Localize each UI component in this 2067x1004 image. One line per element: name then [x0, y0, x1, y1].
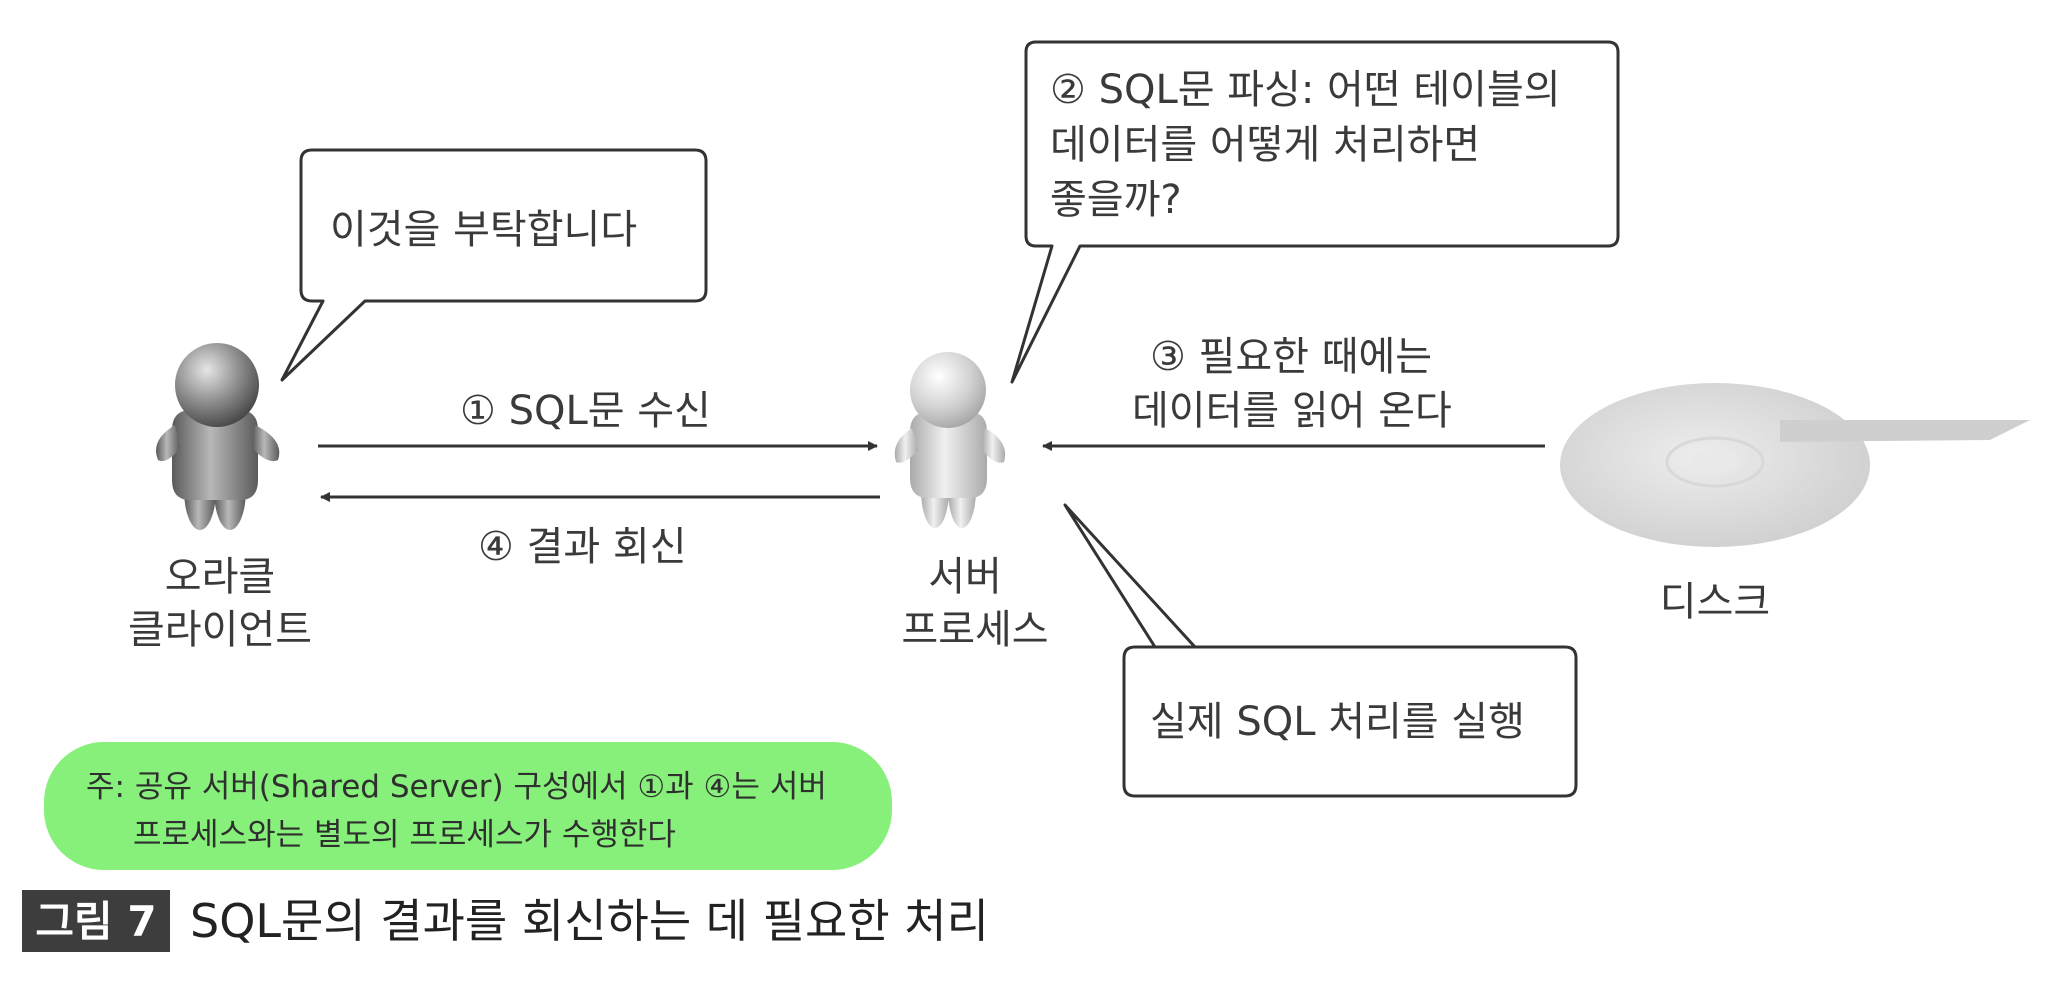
- execute-bubble: 실제 SQL 처리를 실행: [1065, 505, 1576, 796]
- parse-bubble: ② SQL문 파싱: 어떤 테이블의 데이터를 어떻게 처리하면 좋을까?: [1012, 42, 1618, 382]
- read-label-line1: ③ 필요한 때에는: [1150, 334, 1432, 380]
- parse-text-line3: 좋을까?: [1050, 177, 1182, 223]
- figure-title: SQL문의 결과를 회신하는 데 필요한 처리: [190, 894, 989, 948]
- parse-text-line2: 데이터를 어떻게 처리하면: [1050, 122, 1480, 168]
- execute-text: 실제 SQL 처리를 실행: [1150, 699, 1525, 745]
- figure-badge-text: 그림 7: [35, 897, 156, 946]
- client-label-line1: 오라클: [165, 554, 275, 600]
- figure-caption: 그림 7 SQL문의 결과를 회신하는 데 필요한 처리: [22, 890, 989, 952]
- server-person-icon: [895, 352, 1005, 528]
- server-label-line2: 프로세스: [901, 607, 1048, 653]
- client-request-text: 이것을 부탁합니다: [330, 207, 637, 253]
- client-request-bubble: 이것을 부탁합니다: [282, 150, 706, 380]
- note-line2: 프로세스와는 별도의 프로세스가 수행한다: [133, 817, 676, 853]
- disk-icon: [1560, 383, 2030, 547]
- parse-text-line1: ② SQL문 파싱: 어떤 테이블의: [1050, 67, 1561, 113]
- client-label-line2: 클라이언트: [128, 607, 312, 653]
- read-label-line2: 데이터를 읽어 온다: [1132, 388, 1452, 434]
- server-label-line1: 서버: [928, 554, 1002, 600]
- disk-label: 디스크: [1660, 579, 1770, 625]
- shared-server-note: 주: 공유 서버(Shared Server) 구성에서 ①과 ④는 서버 프로…: [44, 742, 892, 870]
- receive-label: ① SQL문 수신: [460, 388, 711, 434]
- client-person-icon: [156, 343, 279, 530]
- note-line1: 주: 공유 서버(Shared Server) 구성에서 ①과 ④는 서버: [86, 769, 827, 805]
- reply-label: ④ 결과 회신: [478, 524, 687, 570]
